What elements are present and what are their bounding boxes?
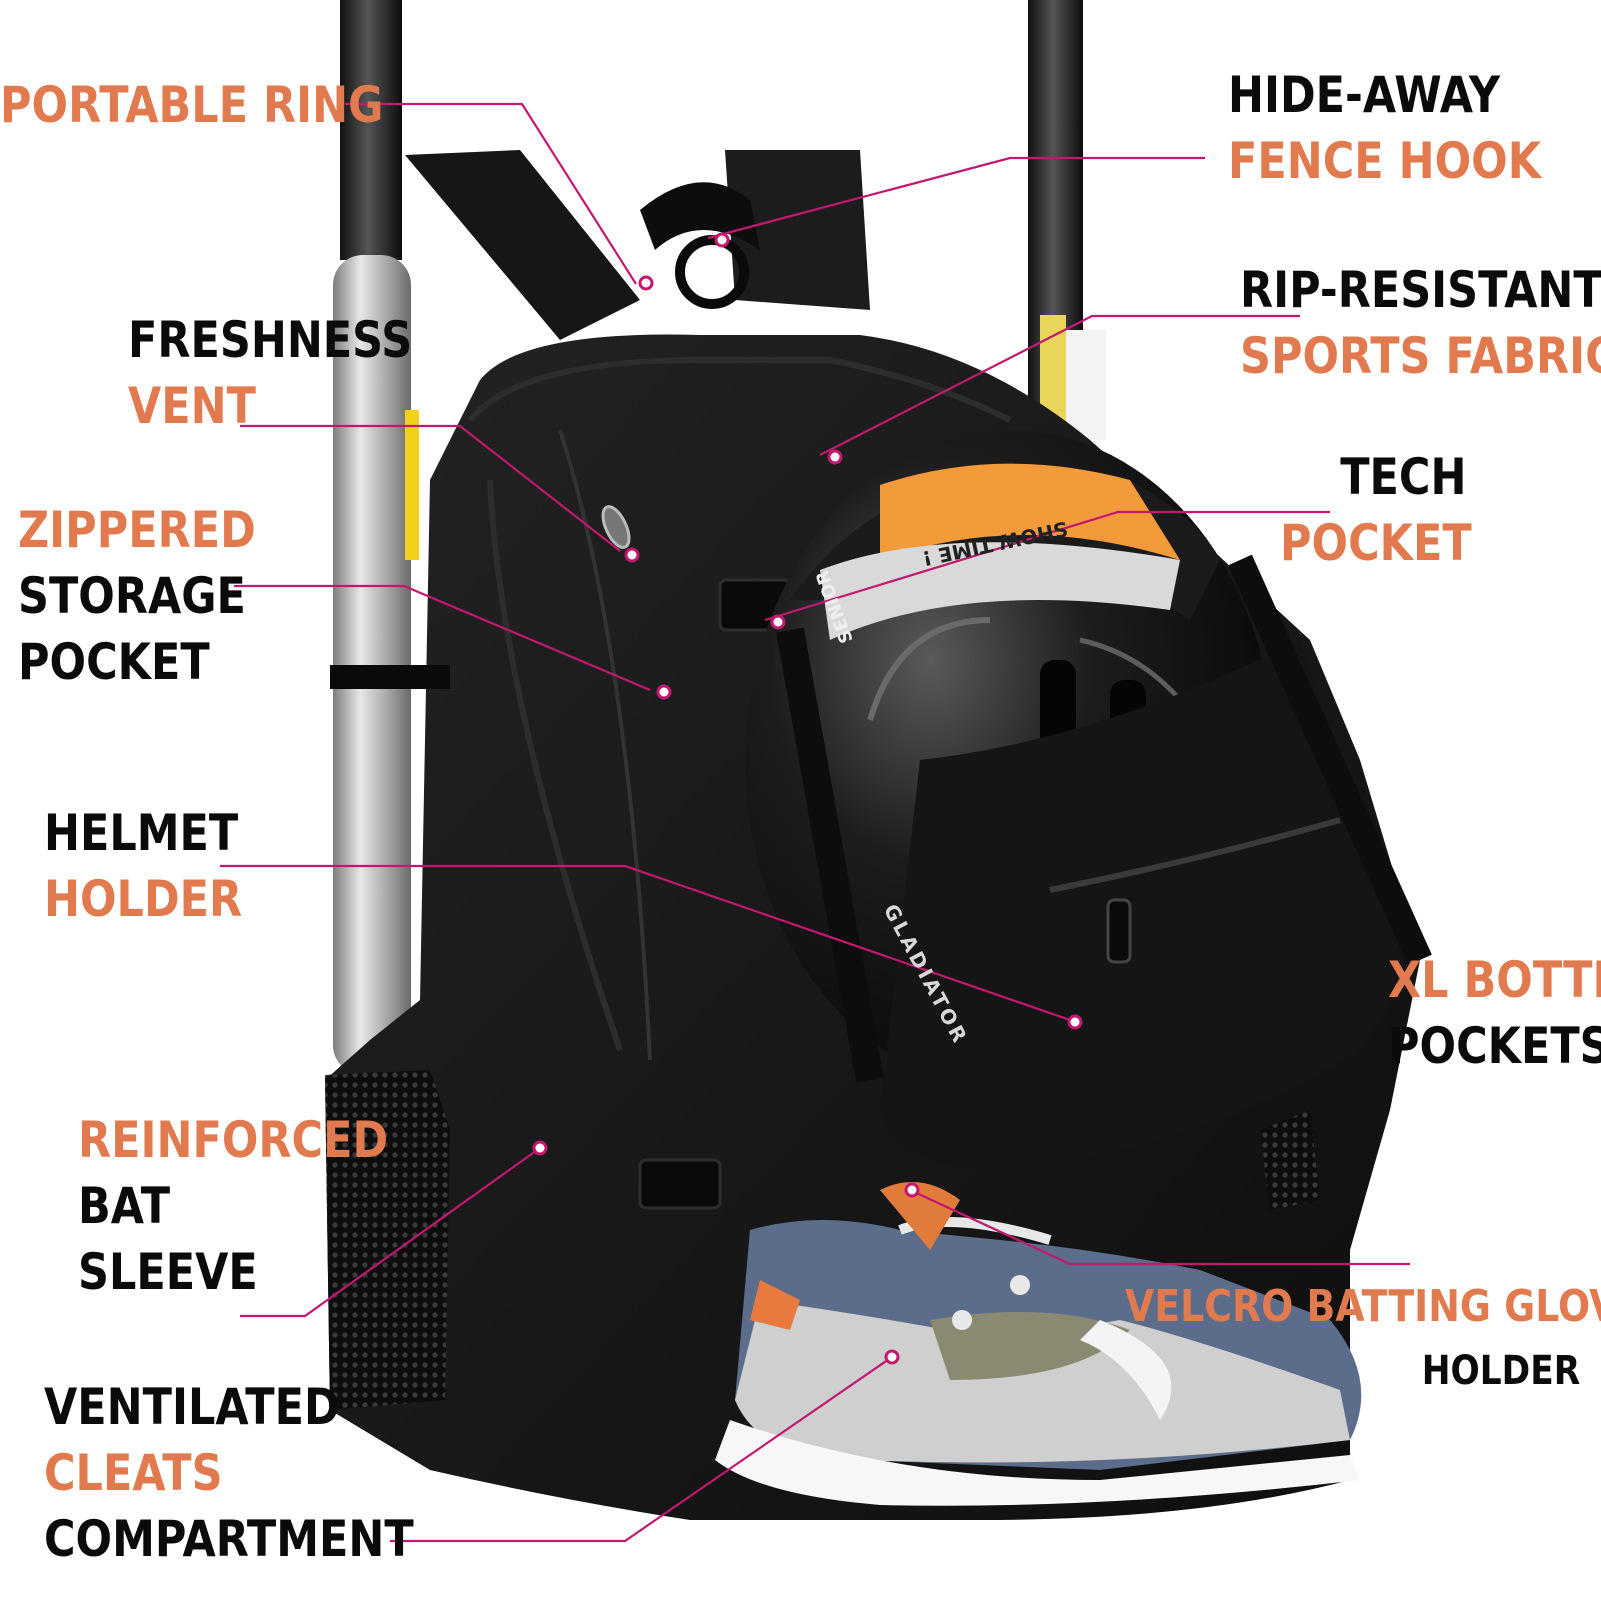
label-fence-hook-line1: HIDE-AWAY xyxy=(1228,66,1501,124)
label-zippered-line3: POCKET xyxy=(18,633,210,691)
label-xl-bottle-pockets: XL BOTTLE POCKETS xyxy=(1388,955,1601,1087)
label-helmet-holder-line1: HELMET xyxy=(44,804,239,862)
leader-dots xyxy=(532,232,1083,1365)
label-zippered-line2: STORAGE xyxy=(18,567,246,625)
leader-ventilated-cleats xyxy=(390,1356,893,1543)
label-rip-resistant-line1: RIP-RESISTANT xyxy=(1240,261,1601,319)
bat-left xyxy=(333,0,419,1075)
label-reinforced-bat-sleeve: REINFORCED BAT SLEEVE xyxy=(78,1115,388,1313)
label-ventilated-line2: CLEATS xyxy=(44,1444,223,1502)
label-tech-pocket: TECH POCKET xyxy=(1280,452,1472,584)
label-reinforced-line2: BAT xyxy=(78,1177,171,1235)
label-velcro-batting-gloves-holder: VELCRO BATTING GLOVES HOLDER xyxy=(1125,1285,1601,1417)
leader-reinforced-bat-sleeve xyxy=(240,1147,541,1318)
shoulder-straps xyxy=(405,150,870,340)
label-freshness-vent: FRESHNESS VENT xyxy=(128,315,412,447)
label-portable-ring: PORTABLE RING xyxy=(0,80,383,146)
label-ventilated-line1: VENTILATED xyxy=(44,1378,340,1436)
label-velcro-line2: HOLDER xyxy=(1421,1348,1581,1394)
label-zippered-line1: ZIPPERED xyxy=(18,501,256,559)
label-xl-bottle-line2: POCKETS xyxy=(1388,1017,1601,1075)
label-portable-ring-line1: PORTABLE RING xyxy=(0,76,384,134)
label-xl-bottle-line1: XL BOTTLE xyxy=(1388,951,1601,1009)
label-zippered-storage-pocket: ZIPPERED STORAGE POCKET xyxy=(18,505,256,703)
leader-helmet-holder xyxy=(220,864,1071,1022)
label-tech-pocket-line1: TECH xyxy=(1340,448,1467,506)
label-velcro-line1: VELCRO BATTING GLOVES xyxy=(1125,1281,1601,1332)
label-tech-pocket-line2: POCKET xyxy=(1280,514,1472,572)
sneaker xyxy=(715,1182,1362,1506)
leader-tech-pocket xyxy=(764,510,1330,622)
label-reinforced-line3: SLEEVE xyxy=(78,1243,258,1301)
leader-zippered-storage xyxy=(234,584,651,692)
label-rip-resistant-line2: SPORTS FABRIC xyxy=(1240,327,1601,385)
label-rip-resistant-fabric: RIP-RESISTANT SPORTS FABRIC xyxy=(1240,265,1601,397)
leader-portable-ring xyxy=(345,102,637,285)
leader-lines xyxy=(220,102,1410,1543)
leader-rip-resistant xyxy=(819,314,1300,456)
label-helmet-holder-line2: HOLDER xyxy=(44,870,243,928)
label-reinforced-line1: REINFORCED xyxy=(78,1111,389,1169)
label-helmet-holder: HELMET HOLDER xyxy=(44,808,242,940)
leader-velcro-gloves xyxy=(909,1189,1410,1266)
helmet-pouch xyxy=(776,554,1432,1170)
label-ventilated-cleats-compartment: VENTILATED CLEATS COMPARTMENT xyxy=(44,1382,414,1580)
leader-freshness-vent xyxy=(240,424,621,552)
label-fence-hook-line2: FENCE HOOK xyxy=(1228,132,1542,190)
label-hide-away-fence-hook: HIDE-AWAY FENCE HOOK xyxy=(1228,70,1541,202)
label-freshness-vent-line2: VENT xyxy=(128,377,256,435)
label-ventilated-line3: COMPARTMENT xyxy=(44,1510,414,1568)
leader-fence-hook xyxy=(707,156,1205,240)
bat-right xyxy=(1028,0,1106,460)
label-freshness-vent-line1: FRESHNESS xyxy=(128,311,413,369)
